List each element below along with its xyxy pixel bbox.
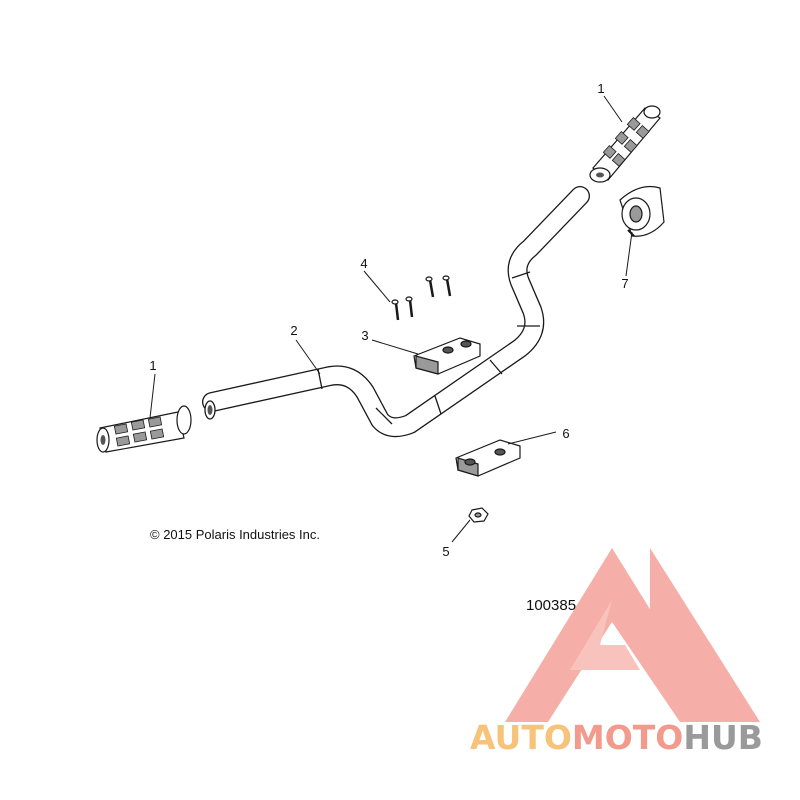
copyright-notice: © 2015 Polaris Industries Inc.: [150, 527, 320, 542]
watermark-text-hub: HUB: [683, 718, 763, 757]
watermark-text-moto: MOTO: [571, 718, 684, 757]
logo-inner-mark: [570, 600, 640, 670]
leader-grip-right: [603, 95, 623, 123]
leader-bolts: [363, 270, 391, 303]
watermark-logo: [505, 548, 760, 722]
leader-pad: [625, 231, 633, 277]
bolt-1: [391, 299, 400, 321]
callout-nut: 5: [442, 544, 449, 559]
leader-nut: [451, 519, 471, 543]
bolt-2: [405, 296, 414, 318]
logo-right-stroke: [650, 548, 760, 722]
bolt-3: [425, 276, 435, 298]
grip-left: [96, 405, 192, 453]
pad: [619, 185, 665, 237]
callout-handlebar: 2: [290, 323, 297, 338]
callout-upper-clamp: 3: [361, 328, 368, 343]
bolts: [391, 275, 452, 321]
leader-upper-clamp: [371, 339, 419, 355]
leader-grip-left: [149, 373, 156, 419]
callout-grip-right: 1: [597, 81, 604, 96]
figure-id: 100385: [526, 597, 577, 614]
watermark-text-auto: AUTO: [470, 718, 572, 757]
lower-clamp: [455, 439, 521, 477]
logo-outer-triangle: [505, 548, 720, 722]
watermark-text: AUTOMOTOHUB: [470, 718, 763, 757]
nut: [468, 507, 489, 523]
leader-handlebar: [295, 339, 321, 375]
leader-lower-clamp: [507, 431, 557, 445]
callout-lower-clamp: 6: [562, 426, 569, 441]
handlebar: [202, 186, 590, 438]
grip-right: [589, 105, 661, 183]
callout-grip-left: 1: [149, 358, 156, 373]
bolt-4: [442, 275, 452, 297]
leader-lines: [149, 95, 633, 543]
callout-bolts: 4: [360, 256, 367, 271]
upper-clamp: [413, 337, 481, 375]
callout-pad: 7: [621, 276, 628, 291]
